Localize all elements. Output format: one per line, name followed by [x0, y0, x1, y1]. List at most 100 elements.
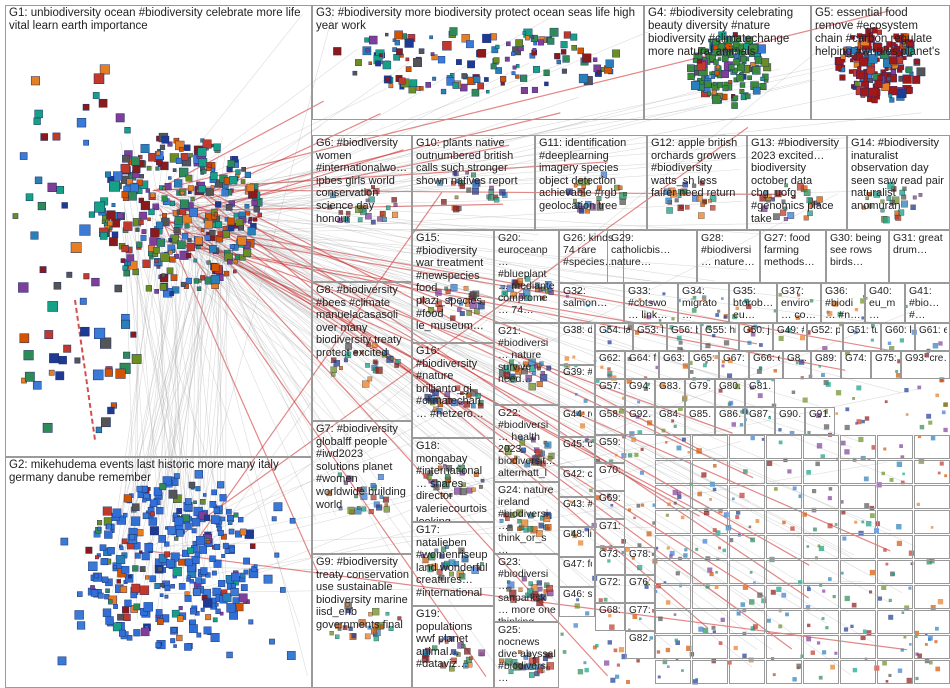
- group-label-g68: G68: dyk…: [599, 605, 622, 616]
- graph-edge: [158, 143, 888, 216]
- graph-node: [195, 486, 201, 492]
- graph-node: [456, 59, 462, 66]
- graph-node: [339, 366, 343, 371]
- graph-node: [186, 577, 191, 582]
- graph-node: [355, 59, 362, 66]
- graph-node: [886, 196, 892, 201]
- group-label-g82: G82…: [629, 633, 652, 644]
- graph-node: [94, 327, 106, 339]
- graph-node: [248, 619, 254, 625]
- group-box-small: [655, 485, 691, 509]
- graph-node: [546, 365, 552, 371]
- graph-node: [835, 412, 838, 415]
- graph-node: [478, 649, 486, 657]
- group-box-g8: G8: #biodiversity #bees #climate manuela…: [312, 282, 412, 421]
- group-label-g91: G91…: [809, 409, 832, 420]
- group-label-g58: G58: #ge…: [599, 409, 622, 420]
- graph-node: [571, 45, 577, 51]
- group-label-g93: G93: cre…: [905, 353, 947, 364]
- graph-node: [360, 350, 364, 355]
- graph-node: [105, 171, 112, 178]
- graph-node: [682, 181, 689, 188]
- graph-node: [364, 189, 371, 195]
- graph-node: [205, 614, 212, 621]
- graph-node: [205, 187, 214, 196]
- graph-node: [172, 512, 178, 518]
- group-box-g68: G68: dyk…: [595, 603, 625, 631]
- group-box-g39: G39: #bio… mini…: [559, 365, 595, 407]
- graph-edge: [205, 244, 733, 434]
- graph-node: [627, 453, 633, 458]
- graph-node: [174, 516, 184, 526]
- graph-node: [791, 390, 796, 394]
- graph-node: [919, 424, 925, 430]
- graph-node: [74, 357, 81, 364]
- group-box-small: [914, 560, 950, 584]
- graph-node: [633, 516, 636, 520]
- group-box-small: [877, 435, 913, 459]
- graph-node: [544, 281, 552, 288]
- graph-node: [617, 185, 623, 191]
- graph-node: [131, 354, 142, 364]
- graph-edge: [176, 190, 860, 210]
- graph-node: [188, 153, 193, 158]
- graph-node: [863, 51, 869, 56]
- graph-node: [119, 585, 128, 593]
- graph-node: [221, 554, 226, 558]
- graph-node: [388, 625, 394, 631]
- group-label-g87: G87…: [749, 409, 772, 420]
- graph-edge: [157, 388, 921, 549]
- graph-edge: [161, 192, 307, 416]
- graph-node: [55, 371, 65, 381]
- graph-node: [23, 350, 34, 361]
- graph-node: [856, 385, 862, 391]
- graph-node: [231, 156, 239, 163]
- graph-node: [597, 204, 604, 211]
- graph-node: [222, 226, 228, 231]
- graph-node: [170, 584, 175, 589]
- graph-edge: [179, 396, 316, 587]
- graph-node: [184, 144, 191, 151]
- group-box-small: [914, 510, 950, 534]
- graph-node: [939, 378, 944, 383]
- graph-node: [739, 89, 745, 95]
- graph-node: [269, 638, 275, 645]
- graph-node: [444, 636, 448, 641]
- graph-node: [168, 176, 172, 180]
- group-box-g25: G25: nocnews dive abyssal #biodiversi…: [494, 622, 559, 688]
- graph-node: [880, 208, 885, 213]
- graph-edge: [180, 239, 891, 552]
- group-box-g10: G10: plants native outnumbered british c…: [412, 135, 535, 230]
- graph-node: [432, 645, 438, 651]
- graph-node: [636, 504, 641, 508]
- graph-node: [101, 576, 109, 583]
- graph-node: [471, 88, 480, 97]
- graph-node: [99, 232, 108, 240]
- graph-node: [174, 473, 180, 479]
- group-box-small: [877, 560, 913, 584]
- graph-node: [444, 639, 449, 644]
- graph-node: [243, 569, 249, 575]
- graph-edge: [150, 217, 383, 331]
- graph-node: [482, 33, 492, 43]
- graph-node: [187, 547, 194, 555]
- graph-node: [184, 643, 192, 651]
- graph-node: [469, 656, 473, 661]
- graph-node: [578, 188, 584, 193]
- graph-node: [364, 633, 371, 640]
- graph-node: [897, 88, 907, 98]
- graph-node: [509, 375, 517, 383]
- graph-node: [155, 642, 162, 649]
- graph-edge: [181, 234, 930, 330]
- group-label-g57: G57: gre…: [599, 381, 622, 392]
- graph-node: [118, 629, 126, 637]
- group-box-small: [877, 660, 913, 684]
- graph-node: [917, 385, 922, 390]
- graph-node: [139, 585, 150, 595]
- graph-node: [685, 205, 690, 210]
- graph-edge: [219, 196, 222, 550]
- graph-node: [375, 366, 383, 374]
- graph-node: [792, 195, 796, 199]
- graph-node: [347, 475, 354, 482]
- graph-node: [221, 533, 227, 540]
